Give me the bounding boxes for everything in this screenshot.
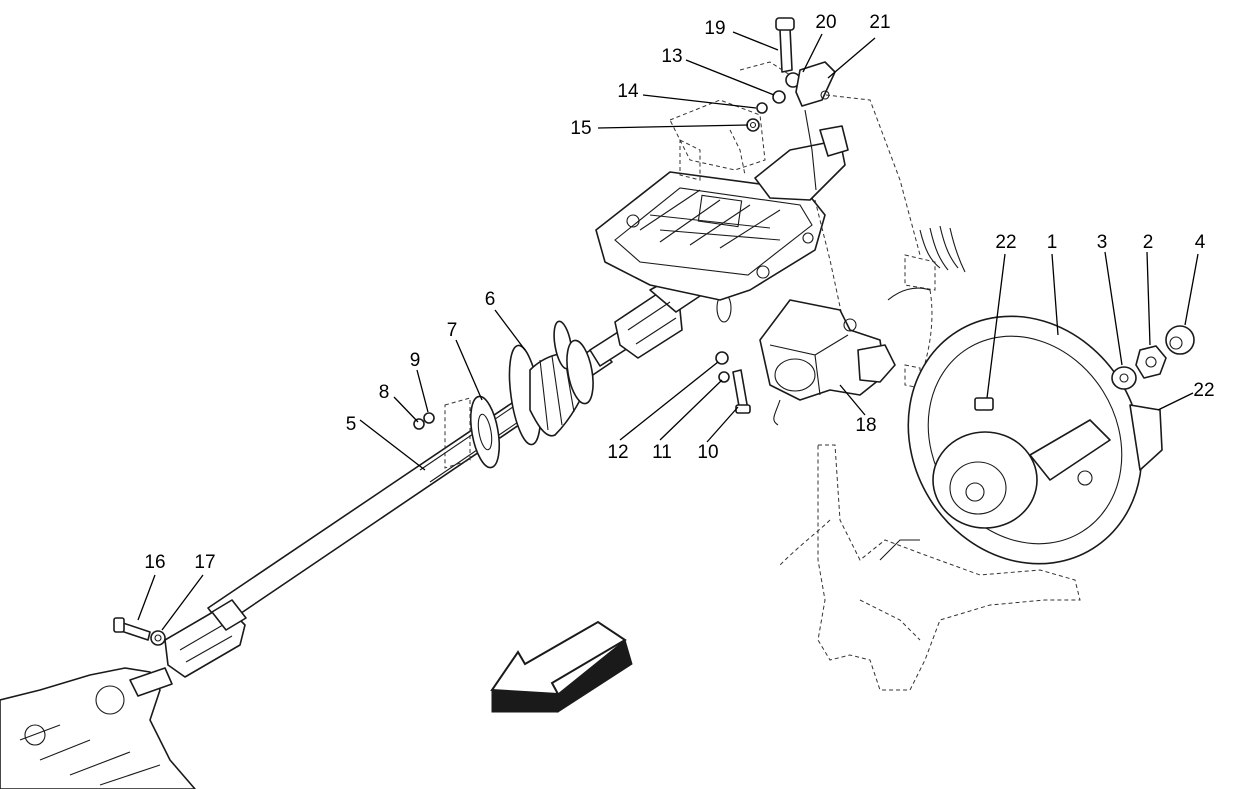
callout-9: 9: [410, 350, 421, 371]
nut-8: [413, 418, 425, 430]
washer-9: [423, 412, 435, 424]
washer-11: [718, 371, 730, 383]
callout-4: 4: [1195, 232, 1206, 253]
callout-5: 5: [346, 414, 357, 435]
screw-14: [756, 102, 768, 114]
steering-wheel-1: [907, 315, 1163, 565]
upper-bracket: [669, 99, 766, 181]
callout-12: 12: [607, 442, 628, 463]
screw-13: [772, 90, 786, 104]
callout-11: 11: [652, 442, 672, 463]
washer-3: [1111, 366, 1137, 390]
bracket-link: [739, 61, 791, 76]
washer-12: [715, 351, 729, 365]
callout-14: 14: [617, 81, 639, 102]
washer-15: [746, 118, 760, 132]
callout-8: 8: [379, 382, 390, 403]
steering-rack: [0, 667, 196, 789]
callout-2: 2: [1143, 232, 1154, 253]
callout-13: 13: [661, 46, 682, 67]
bolt-16: [113, 617, 151, 641]
lever-21: [795, 61, 836, 191]
callout-21: 21: [869, 12, 890, 33]
cap-4: [1165, 325, 1195, 355]
bolt-10: [732, 369, 751, 414]
leader-lines: [137, 31, 1199, 631]
firewall-plate: [444, 397, 471, 469]
callout-20: 20: [815, 12, 836, 33]
dashboard-support-bracket: [779, 444, 1081, 691]
guide-line-upper: [825, 94, 921, 256]
callout-15: 15: [570, 118, 591, 139]
motor-actuator-18: [759, 299, 896, 426]
callout-22-paddle: 22: [1193, 380, 1214, 401]
pin-19: [775, 17, 795, 73]
callout-17: 17: [194, 552, 215, 573]
front-direction-arrow-icon: [490, 620, 633, 713]
callout-19: 19: [704, 18, 725, 39]
callout-18: 18: [855, 415, 876, 436]
callout-6: 6: [485, 289, 496, 310]
boot-6: [508, 320, 594, 446]
nut-2: [1135, 345, 1167, 379]
paddle-22-right: [1129, 404, 1163, 471]
callout-1: 1: [1047, 232, 1058, 253]
seal-7: [469, 395, 501, 469]
callout-10: 10: [697, 442, 718, 463]
callout-labels: 1 2 3 4 5 6 7 8 9 10 11 12 13 14 15 16 1…: [144, 12, 1214, 573]
callout-7: 7: [447, 320, 458, 341]
callout-3: 3: [1097, 232, 1108, 253]
washer-17: [150, 630, 166, 646]
steering-column-housing: [595, 125, 849, 301]
paddle-22-left: [974, 397, 994, 411]
wiring-loom: [887, 225, 966, 389]
lower-universal-joint: [164, 599, 247, 678]
callout-22-wheel: 22: [995, 232, 1016, 253]
callout-16: 16: [144, 552, 165, 573]
